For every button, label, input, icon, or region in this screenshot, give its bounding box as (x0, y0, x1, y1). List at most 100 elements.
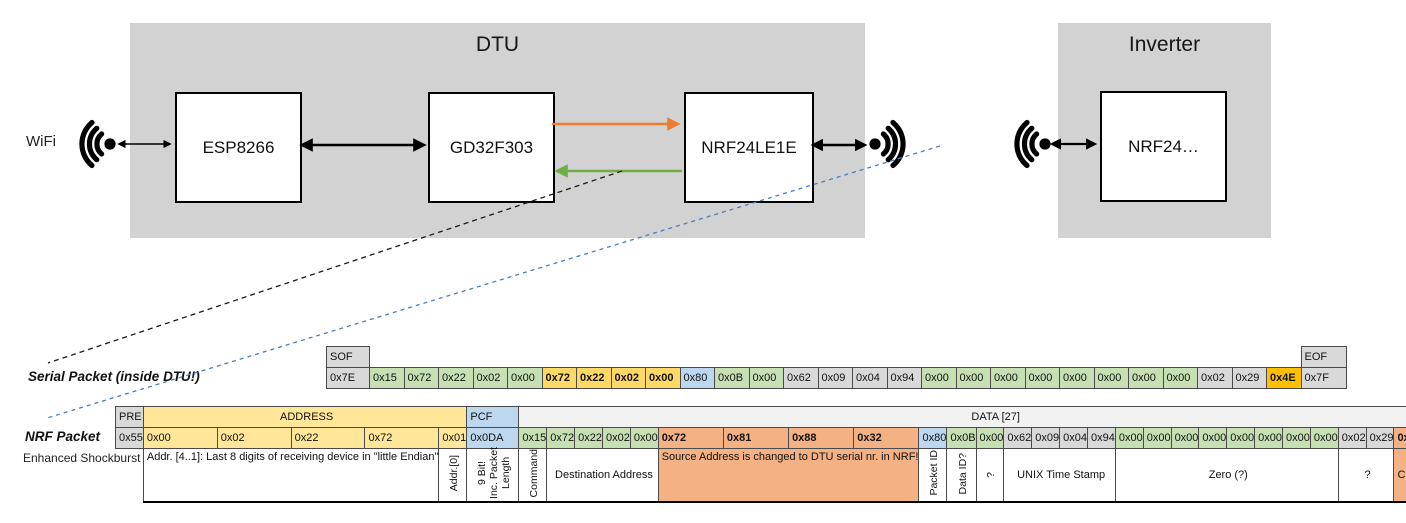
annotation-cell: Addr. [4..1]: Last 8 digits of receiving… (142, 448, 440, 504)
annotation-cell: ? (1337, 448, 1395, 504)
nrf-byte-cell: 0x15 (518, 427, 548, 449)
nrf-packet-label: NRF Packet (25, 429, 101, 444)
serial-byte-cell: 0x00 (1093, 367, 1129, 389)
serial-byte-cell: 0x15 (369, 367, 405, 389)
sof-value-cell: 0x7E (326, 367, 370, 389)
serial-byte-cell: 0x02 (1197, 367, 1233, 389)
pcf-value-cell: 0x0DA (466, 427, 520, 449)
annotation-cell: UNIX Time Stamp (1003, 448, 1116, 504)
annotation-vertical-text: 9 Bit! Inc. Packet Length (476, 447, 513, 500)
wifi-icon-inverter (1014, 119, 1051, 169)
wifi-label: WiFi (26, 133, 56, 150)
dtu-title: DTU (475, 33, 520, 56)
serial-byte-cell: 0x00 (748, 367, 784, 389)
sof-header-cell: SOF (326, 346, 370, 368)
serial-byte-cell: 0x72 (403, 367, 439, 389)
annotation-vertical-text: Addr.[0] (448, 455, 461, 492)
wifi-icon-dtu-left (79, 119, 116, 169)
nrf-byte-cell: 0x81 (722, 427, 790, 449)
serial-byte-cell: 0x02 (472, 367, 508, 389)
nrf-address-byte-cell: 0x00 (142, 427, 218, 449)
serial-packet-label: Serial Packet (inside DTU!) (28, 369, 200, 384)
annotation-spacer (116, 449, 144, 503)
enhanced-shockburst-label: Enhanced Shockburst (23, 451, 141, 465)
nrf-byte-cell: 0x72 (657, 427, 724, 449)
inverter-title: Inverter (1128, 33, 1201, 56)
annotation-cell: Destination Address (546, 448, 659, 504)
nrf-byte-cell: 0x00 (1198, 427, 1228, 449)
nrf-byte-cell: 0x00 (1170, 427, 1200, 449)
nrf-byte-cell: 0x00 (1142, 427, 1172, 449)
serial-byte-cell: 0x29 (1231, 367, 1267, 389)
gd32f303-box: GD32F303 (428, 92, 555, 203)
serial-byte-cell: 0x00 (645, 367, 681, 389)
nrf-byte-cell: 0x00 (1226, 427, 1256, 449)
serial-byte-cell: 0x22 (576, 367, 612, 389)
nrf-byte-cell: 0x72 (546, 427, 576, 449)
nrf-byte-cell: 0x02 (1337, 427, 1367, 449)
nrf-address-byte-cell: 0x01 (438, 427, 468, 449)
annotation-cell: Addr.[0] (438, 448, 468, 504)
serial-byte-cell: 0x0B (714, 367, 750, 389)
esp8266-box: ESP8266 (175, 92, 302, 203)
serial-byte-cell: 0x22 (438, 367, 474, 389)
annotation-vertical-text: Data ID? (957, 452, 969, 494)
annotation-cell: ? (975, 448, 1005, 504)
nrf-byte-cell: 0x62 (1003, 427, 1033, 449)
serial-byte-cell: 0x62 (783, 367, 819, 389)
annotation-vertical-text: ? (985, 471, 998, 478)
serial-byte-cell: 0x00 (507, 367, 543, 389)
serial-header-spacer (370, 347, 1302, 368)
nrf-byte-cell: 0x00 (1309, 427, 1339, 449)
serial-byte-cell: 0x00 (955, 367, 991, 389)
serial-byte-cell: 0x00 (990, 367, 1026, 389)
annotation-cell: Source Address is changed to DTU serial … (657, 448, 920, 504)
address-header-cell: ADDRESS (142, 406, 468, 428)
serial-byte-cell: 0x04 (852, 367, 888, 389)
data-header-cell: DATA [27] (518, 406, 1406, 428)
nrf-byte-cell: 0x00 (975, 427, 1005, 449)
serial-byte-cell: 0x02 (610, 367, 646, 389)
serial-byte-cell: 0x4E (1266, 367, 1302, 389)
pre-value-cell: 0x55 (115, 427, 144, 449)
nrf-address-byte-cell: 0x22 (290, 427, 366, 449)
serial-byte-cell: 0x00 (921, 367, 957, 389)
annotation-cell: Data ID? (946, 448, 977, 504)
nrf-byte-cell: 0x00 (1114, 427, 1144, 449)
serial-byte-cell: 0x00 (1059, 367, 1095, 389)
nrf-byte-cell: 0x00 (1254, 427, 1283, 449)
serial-byte-cell: 0x00 (1128, 367, 1164, 389)
nrf-byte-cell: 0x94 (1086, 427, 1116, 449)
nrf-byte-cell: 0x88 (788, 427, 855, 449)
nrf-byte-cell: 0x29 (1365, 427, 1395, 449)
nrf-address-byte-cell: 0x72 (364, 427, 440, 449)
inverter-nrf24-box: NRF24… (1100, 91, 1227, 202)
annotation-cell: Zero (?) (1114, 448, 1339, 504)
nrf-byte-cell: 0x04 (1059, 427, 1088, 449)
nrf-byte-cell: 0x09 (1031, 427, 1061, 449)
eof-header-cell: EOF (1300, 346, 1347, 368)
annotation-vertical-text: Command (528, 449, 541, 498)
nrf-byte-cell: 0x80 (918, 427, 948, 449)
serial-byte-cell: 0x80 (679, 367, 715, 389)
nrf24le1e-box: NRF24LE1E (684, 92, 814, 203)
serial-byte-cell: 0x94 (886, 367, 922, 389)
serial-byte-cell: 0x00 (1024, 367, 1060, 389)
nrf-byte-cell: 0x0B (946, 427, 977, 449)
nrf-byte-cell: 0x02 (601, 427, 631, 449)
annotation-cell: Packet ID (918, 448, 948, 504)
nrf-byte-cell: 0x32 (853, 427, 920, 449)
pre-header-cell: PRE (115, 406, 144, 428)
annotation-vertical-text: Packet ID (928, 450, 941, 496)
nrf-byte-cell: 0x00 (1282, 427, 1311, 449)
annotation-cell: CRC8 recalc. ! (1393, 448, 1406, 504)
serial-byte-cell: 0x00 (1162, 367, 1198, 389)
annotation-cell: 9 Bit! Inc. Packet Length (466, 447, 520, 504)
nrf-address-byte-cell: 0x02 (216, 427, 292, 449)
eof-value-cell: 0x7F (1300, 367, 1347, 389)
nrf-byte-cell: 0x00 (629, 427, 659, 449)
serial-byte-cell: 0x72 (541, 367, 577, 389)
